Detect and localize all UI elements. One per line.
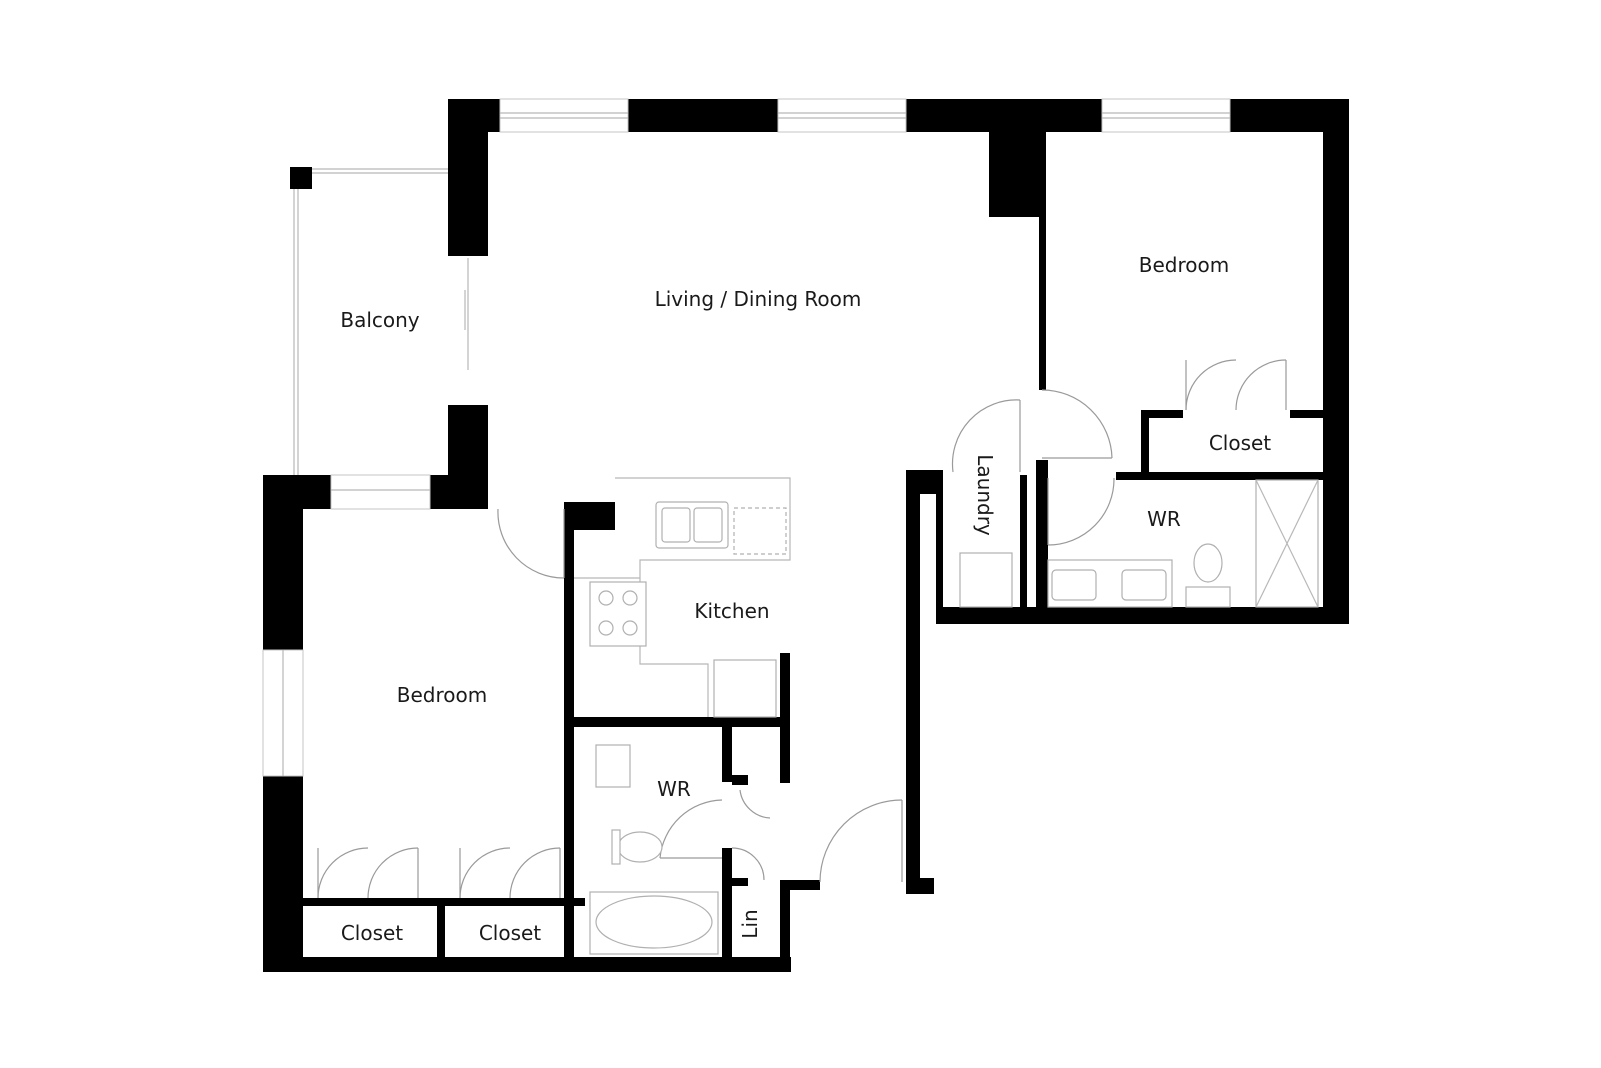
sink-icon	[1051, 569, 1097, 601]
closet-left-2-label: Closet	[479, 921, 541, 945]
sink-icon	[595, 744, 631, 788]
balcony-post	[290, 167, 312, 189]
balcony-label: Balcony	[340, 308, 419, 332]
dishwasher	[733, 507, 787, 555]
closet-right-label: Closet	[1209, 431, 1271, 455]
kitchen-label: Kitchen	[694, 599, 769, 623]
wr-right-label: WR	[1147, 507, 1181, 531]
room-labels: Balcony Living / Dining Room Bedroom Clo…	[340, 253, 1271, 945]
wr-left-label: WR	[657, 777, 691, 801]
washer-icon	[959, 552, 1013, 608]
doors	[317, 359, 1287, 899]
wr-left-fixtures	[589, 744, 719, 955]
linen-label: Lin	[738, 909, 762, 938]
sink-icon	[1121, 569, 1167, 601]
stove	[589, 581, 647, 647]
closet-left-1-label: Closet	[341, 921, 403, 945]
balcony-area	[290, 167, 469, 477]
living-dining-label: Living / Dining Room	[655, 287, 862, 311]
toilet-icon	[1193, 543, 1223, 583]
laundry-label: Laundry	[973, 454, 997, 536]
windows	[262, 98, 1231, 777]
walls	[263, 99, 1349, 972]
wr-right-fixtures	[959, 479, 1319, 608]
kitchen-fixtures	[574, 477, 791, 718]
bedroom-left-label: Bedroom	[397, 683, 487, 707]
toilet-icon	[617, 831, 663, 863]
refrigerator	[713, 659, 777, 718]
bedroom-right-label: Bedroom	[1139, 253, 1229, 277]
